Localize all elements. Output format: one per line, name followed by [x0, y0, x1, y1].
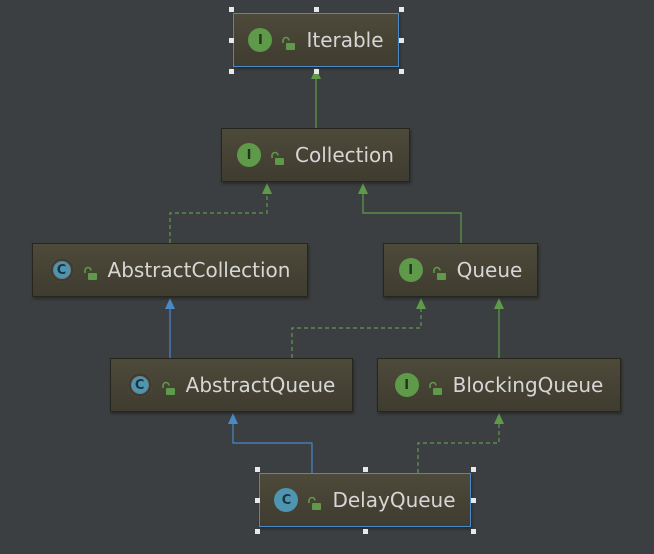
arrowhead	[228, 413, 238, 424]
interface-icon: I	[237, 143, 262, 167]
interface-icon: I	[394, 373, 419, 397]
node-label: AbstractCollection	[107, 258, 291, 282]
edge-collection-to-iterable	[311, 68, 321, 128]
edge-abstractcollection-to-collection	[169, 183, 272, 243]
edge-abstractqueue-to-abstractcollection	[165, 298, 175, 358]
class-icon: C	[274, 488, 299, 512]
arrowhead	[416, 298, 426, 309]
selection-handle[interactable]	[229, 69, 234, 74]
arrowhead	[358, 183, 368, 194]
edge-blockingqueue-to-queue	[494, 298, 504, 358]
selection-handle[interactable]	[399, 7, 404, 12]
selection-handle[interactable]	[363, 467, 368, 472]
interface-icon: I	[248, 28, 273, 52]
selection-handle[interactable]	[399, 69, 404, 74]
node-abstractcollection[interactable]: C AbstractCollection	[32, 243, 308, 297]
node-delayqueue[interactable]: C DelayQueue	[259, 473, 471, 527]
selection-handle[interactable]	[363, 529, 368, 534]
edge-abstractqueue-to-queue	[291, 298, 426, 358]
unlocked-lock-icon	[431, 262, 447, 280]
unlocked-lock-icon	[82, 262, 98, 280]
interface-icon: I	[398, 258, 423, 282]
node-label: DelayQueue	[332, 488, 456, 512]
unlocked-lock-icon	[269, 147, 285, 165]
unlocked-lock-icon	[306, 492, 322, 510]
selection-handle[interactable]	[255, 529, 260, 534]
unlocked-lock-icon	[427, 377, 443, 395]
abstract-class-icon: C	[49, 258, 74, 282]
edge-delayqueue-to-blockingqueue	[417, 413, 504, 473]
node-iterable[interactable]: I Iterable	[233, 13, 399, 67]
edge-delayqueue-to-abstractqueue	[228, 413, 313, 473]
selection-handle[interactable]	[229, 7, 234, 12]
selection-handle[interactable]	[255, 498, 260, 503]
arrowhead	[494, 413, 504, 424]
selection-handle[interactable]	[399, 38, 404, 43]
node-queue[interactable]: I Queue	[383, 243, 538, 297]
arrowhead	[165, 298, 175, 309]
edge-queue-to-collection	[358, 183, 462, 243]
arrowhead	[262, 183, 272, 194]
selection-handle[interactable]	[471, 498, 476, 503]
selection-handle[interactable]	[255, 467, 260, 472]
node-label: Collection	[295, 143, 394, 167]
node-collection[interactable]: I Collection	[221, 128, 410, 182]
selection-handle[interactable]	[314, 7, 319, 12]
abstract-class-icon: C	[127, 373, 152, 397]
node-label: AbstractQueue	[185, 373, 336, 397]
node-label: Queue	[456, 258, 523, 282]
selection-handle[interactable]	[471, 529, 476, 534]
unlocked-lock-icon	[160, 377, 176, 395]
arrowhead	[494, 298, 504, 309]
selection-handle[interactable]	[314, 69, 319, 74]
node-label: Iterable	[306, 28, 384, 52]
selection-handle[interactable]	[229, 38, 234, 43]
unlocked-lock-icon	[280, 32, 296, 50]
selection-handle[interactable]	[471, 467, 476, 472]
node-blockingqueue[interactable]: I BlockingQueue	[377, 358, 621, 412]
node-abstractqueue[interactable]: C AbstractQueue	[110, 358, 353, 412]
node-label: BlockingQueue	[452, 373, 604, 397]
